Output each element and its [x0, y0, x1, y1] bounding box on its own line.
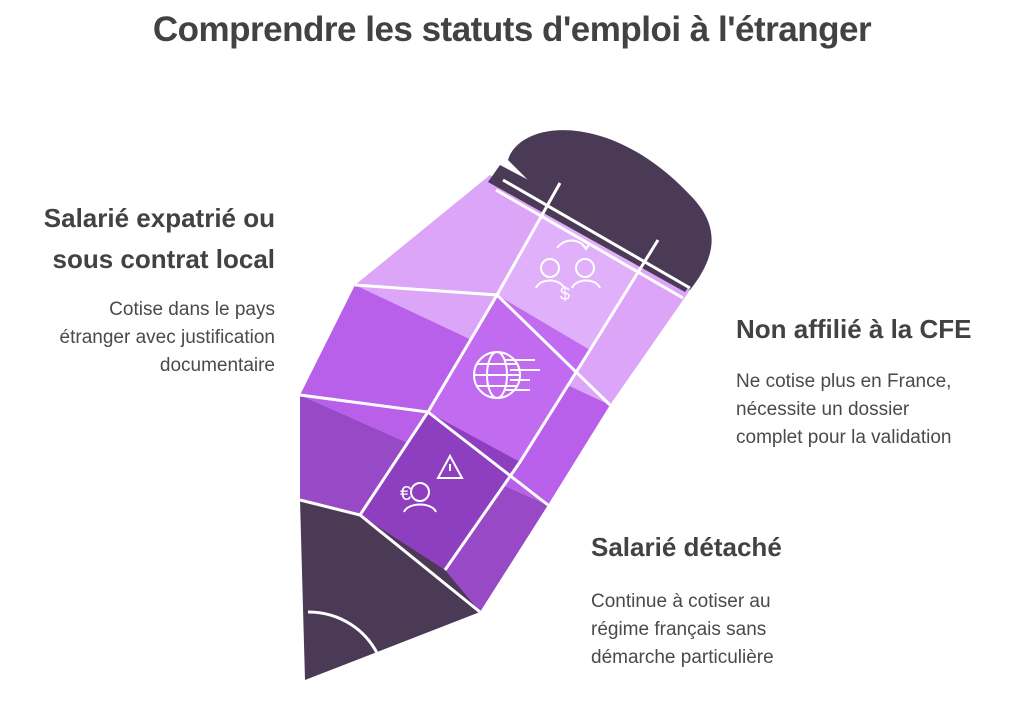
desc-expatrie: Cotise dans le pays étranger avec justif…	[0, 296, 275, 380]
desc-line: étranger avec justification	[59, 327, 275, 348]
desc-non-affilie: Ne cotise plus en France, nécessite un d…	[736, 368, 1021, 452]
euro-person-warning-icon: €	[400, 453, 464, 513]
svg-text:€: €	[400, 483, 411, 505]
desc-line: Continue à cotiser au	[591, 591, 771, 612]
heading-line: Salarié détaché	[591, 532, 782, 562]
globe-currency-icon	[473, 351, 540, 399]
desc-line: Ne cotise plus en France,	[736, 371, 952, 392]
desc-line: démarche particulière	[591, 647, 774, 668]
desc-detache: Continue à cotiser au régime français sa…	[591, 588, 891, 672]
svg-text:$: $	[560, 284, 570, 304]
desc-line: régime français sans	[591, 619, 767, 640]
heading-detache: Salarié détaché	[591, 527, 891, 568]
page-title: Comprendre les statuts d'emploi à l'étra…	[152, 10, 872, 49]
heading-line: Salarié expatrié ou	[43, 203, 275, 233]
heading-line: Non affilié à la CFE	[736, 314, 972, 344]
heading-non-affilie: Non affilié à la CFE	[736, 309, 1021, 350]
pencil-tip	[300, 500, 480, 680]
desc-line: nécessite un dossier	[736, 399, 910, 420]
desc-line: Cotise dans le pays	[109, 299, 275, 320]
heading-expatrie: Salarié expatrié ou sous contrat local	[0, 198, 275, 280]
heading-line: sous contrat local	[52, 244, 276, 274]
exchange-people-icon: $	[535, 239, 601, 304]
desc-line: complet pour la validation	[736, 427, 952, 448]
desc-line: documentaire	[159, 355, 275, 376]
band-center-2	[428, 295, 590, 462]
